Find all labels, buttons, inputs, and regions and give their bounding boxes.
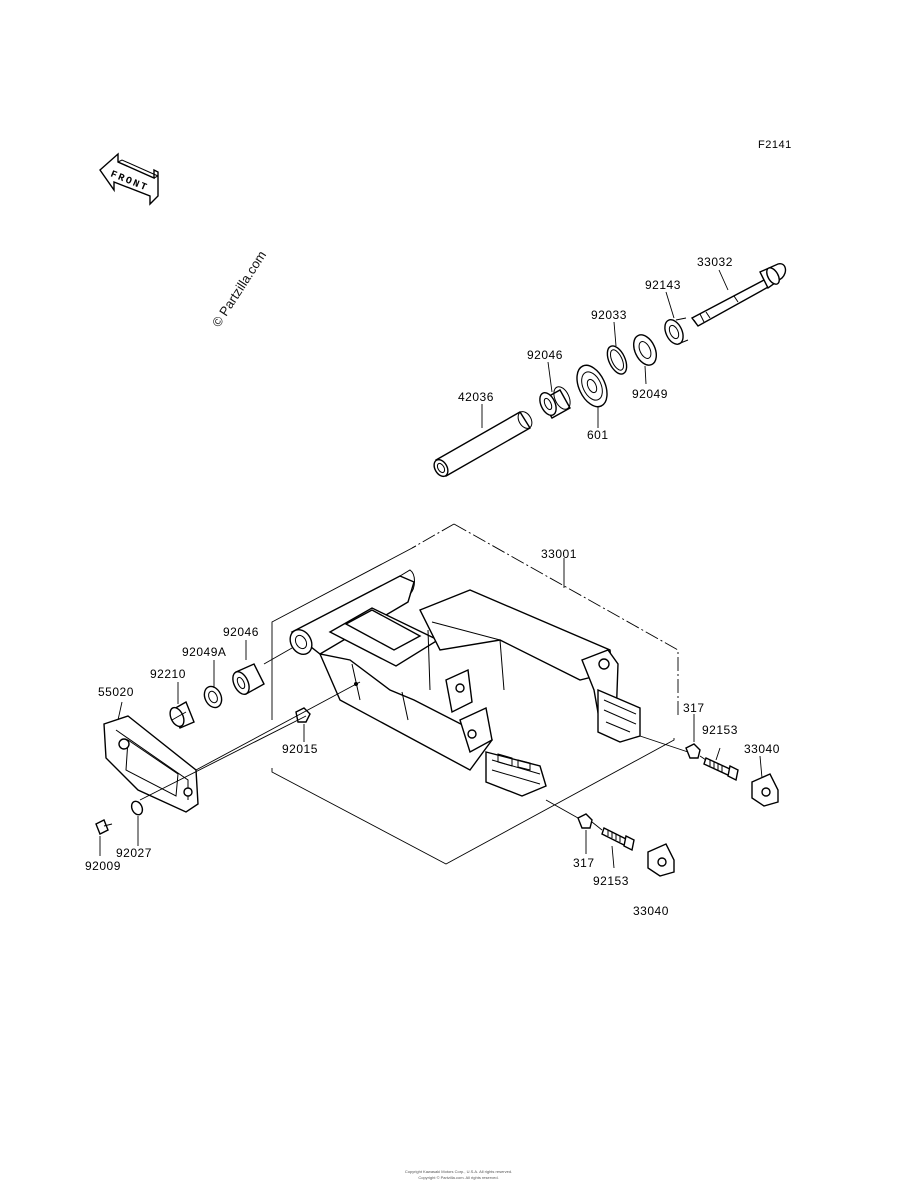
bolt-92153-right [703,757,739,782]
seal-92049A [203,685,223,709]
chain-guard-55020 [103,715,199,813]
label-33040-bottom: 33040 [633,904,669,918]
label-92153-right: 92153 [702,723,738,737]
label-92027: 92027 [116,846,152,860]
nut-317-right [685,743,701,759]
bolt-92153-bottom [601,827,635,852]
label-317-right: 317 [683,701,705,715]
label-92153-bottom: 92153 [593,874,629,888]
front-arrow-icon: FRONT [99,152,159,206]
screw-92009 [95,819,113,835]
bearing-601 [576,364,608,408]
label-55020: 55020 [98,685,134,699]
label-33001: 33001 [541,547,577,561]
label-92046-lower: 92046 [223,625,259,639]
label-317-bottom: 317 [573,856,595,870]
label-601: 601 [587,428,609,442]
watermark: © Partzilla.com [209,248,269,330]
chain-adjuster-33040-bottom [647,843,675,877]
label-33040-right: 33040 [744,742,780,756]
sleeve-42036 [433,411,533,478]
washer-92027 [130,800,144,816]
lower-leader-lines [99,640,763,869]
label-92046-upper: 92046 [527,348,563,362]
needle-bearing-92046-lower [232,663,265,695]
label-92009: 92009 [85,859,121,873]
seal-92049 [632,334,658,366]
needle-bearing-92046-upper [539,386,571,419]
swingarm-33001 [289,569,641,797]
nut-317-bottom [577,813,593,829]
label-33032: 33032 [697,255,733,269]
footer-copyright-line-1: Copyright Kawasaki Motors Corp., U.S.A. … [404,1169,513,1174]
footer-copyright-line-2: Copyright © Partzilla.com. All rights re… [418,1175,499,1180]
upper-leader-lines [481,269,729,428]
label-92049: 92049 [632,387,668,401]
pivot-shaft-33032 [690,263,787,327]
figure-code: F2141 [758,139,792,151]
label-92015: 92015 [282,742,318,756]
label-92210: 92210 [150,667,186,681]
chain-adjuster-33040-right [751,773,779,807]
label-42036: 42036 [458,390,494,404]
collar-92143 [664,317,689,345]
label-92049A: 92049A [182,645,226,659]
label-92033: 92033 [591,308,627,322]
label-92143: 92143 [645,278,681,292]
assembly-bracket [271,523,679,865]
circlip-92033 [606,345,628,375]
bushing-92210 [169,700,195,729]
